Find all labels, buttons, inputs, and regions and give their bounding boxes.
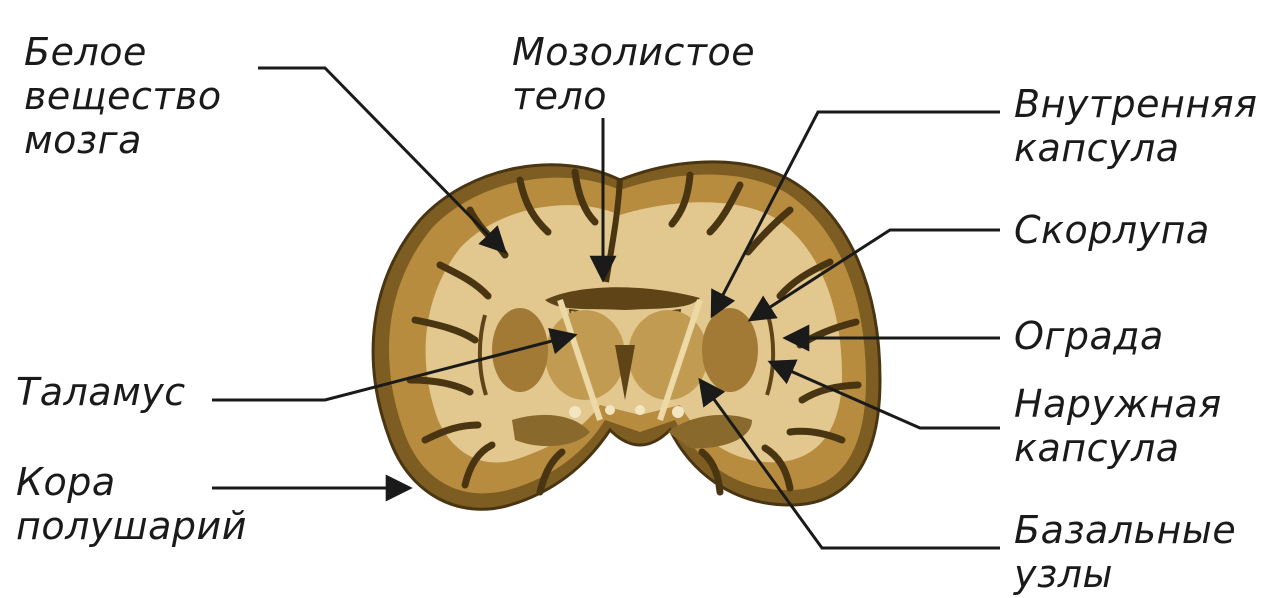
label-external-capsule-line1: Наружная bbox=[1014, 382, 1222, 426]
label-white-matter-line3: мозга bbox=[24, 118, 222, 162]
label-white-matter-line2: вещество bbox=[24, 74, 222, 118]
label-white-matter-line1: Белое bbox=[24, 30, 222, 74]
label-internal-capsule-line1: Внутренняя bbox=[1014, 82, 1257, 126]
label-internal-capsule: Внутренняя капсула bbox=[1014, 82, 1257, 170]
label-basal-ganglia-line2: узлы bbox=[1014, 552, 1236, 596]
label-corpus-callosum: Мозолистое тело bbox=[512, 30, 755, 118]
label-putamen: Скорлупа bbox=[1014, 208, 1210, 252]
label-external-capsule-line2: капсула bbox=[1014, 426, 1222, 470]
label-corpus-callosum-line1: Мозолистое bbox=[512, 30, 755, 74]
label-corpus-callosum-line2: тело bbox=[512, 74, 755, 118]
brain-silhouette bbox=[373, 162, 880, 509]
label-basal-ganglia-line1: Базальные bbox=[1014, 508, 1236, 552]
label-claustrum-line1: Ограда bbox=[1014, 314, 1164, 358]
label-putamen-line1: Скорлупа bbox=[1014, 208, 1210, 252]
label-cortex-line2: полушарий bbox=[16, 504, 247, 548]
label-claustrum: Ограда bbox=[1014, 314, 1164, 358]
label-thalamus: Таламус bbox=[16, 370, 186, 414]
label-cortex-line1: Кора bbox=[16, 460, 247, 504]
label-white-matter: Белое вещество мозга bbox=[24, 30, 222, 162]
label-cortex: Кора полушарий bbox=[16, 460, 247, 548]
label-internal-capsule-line2: капсула bbox=[1014, 126, 1257, 170]
label-external-capsule: Наружная капсула bbox=[1014, 382, 1222, 470]
label-basal-ganglia: Базальные узлы bbox=[1014, 508, 1236, 596]
label-thalamus-line1: Таламус bbox=[16, 370, 186, 414]
